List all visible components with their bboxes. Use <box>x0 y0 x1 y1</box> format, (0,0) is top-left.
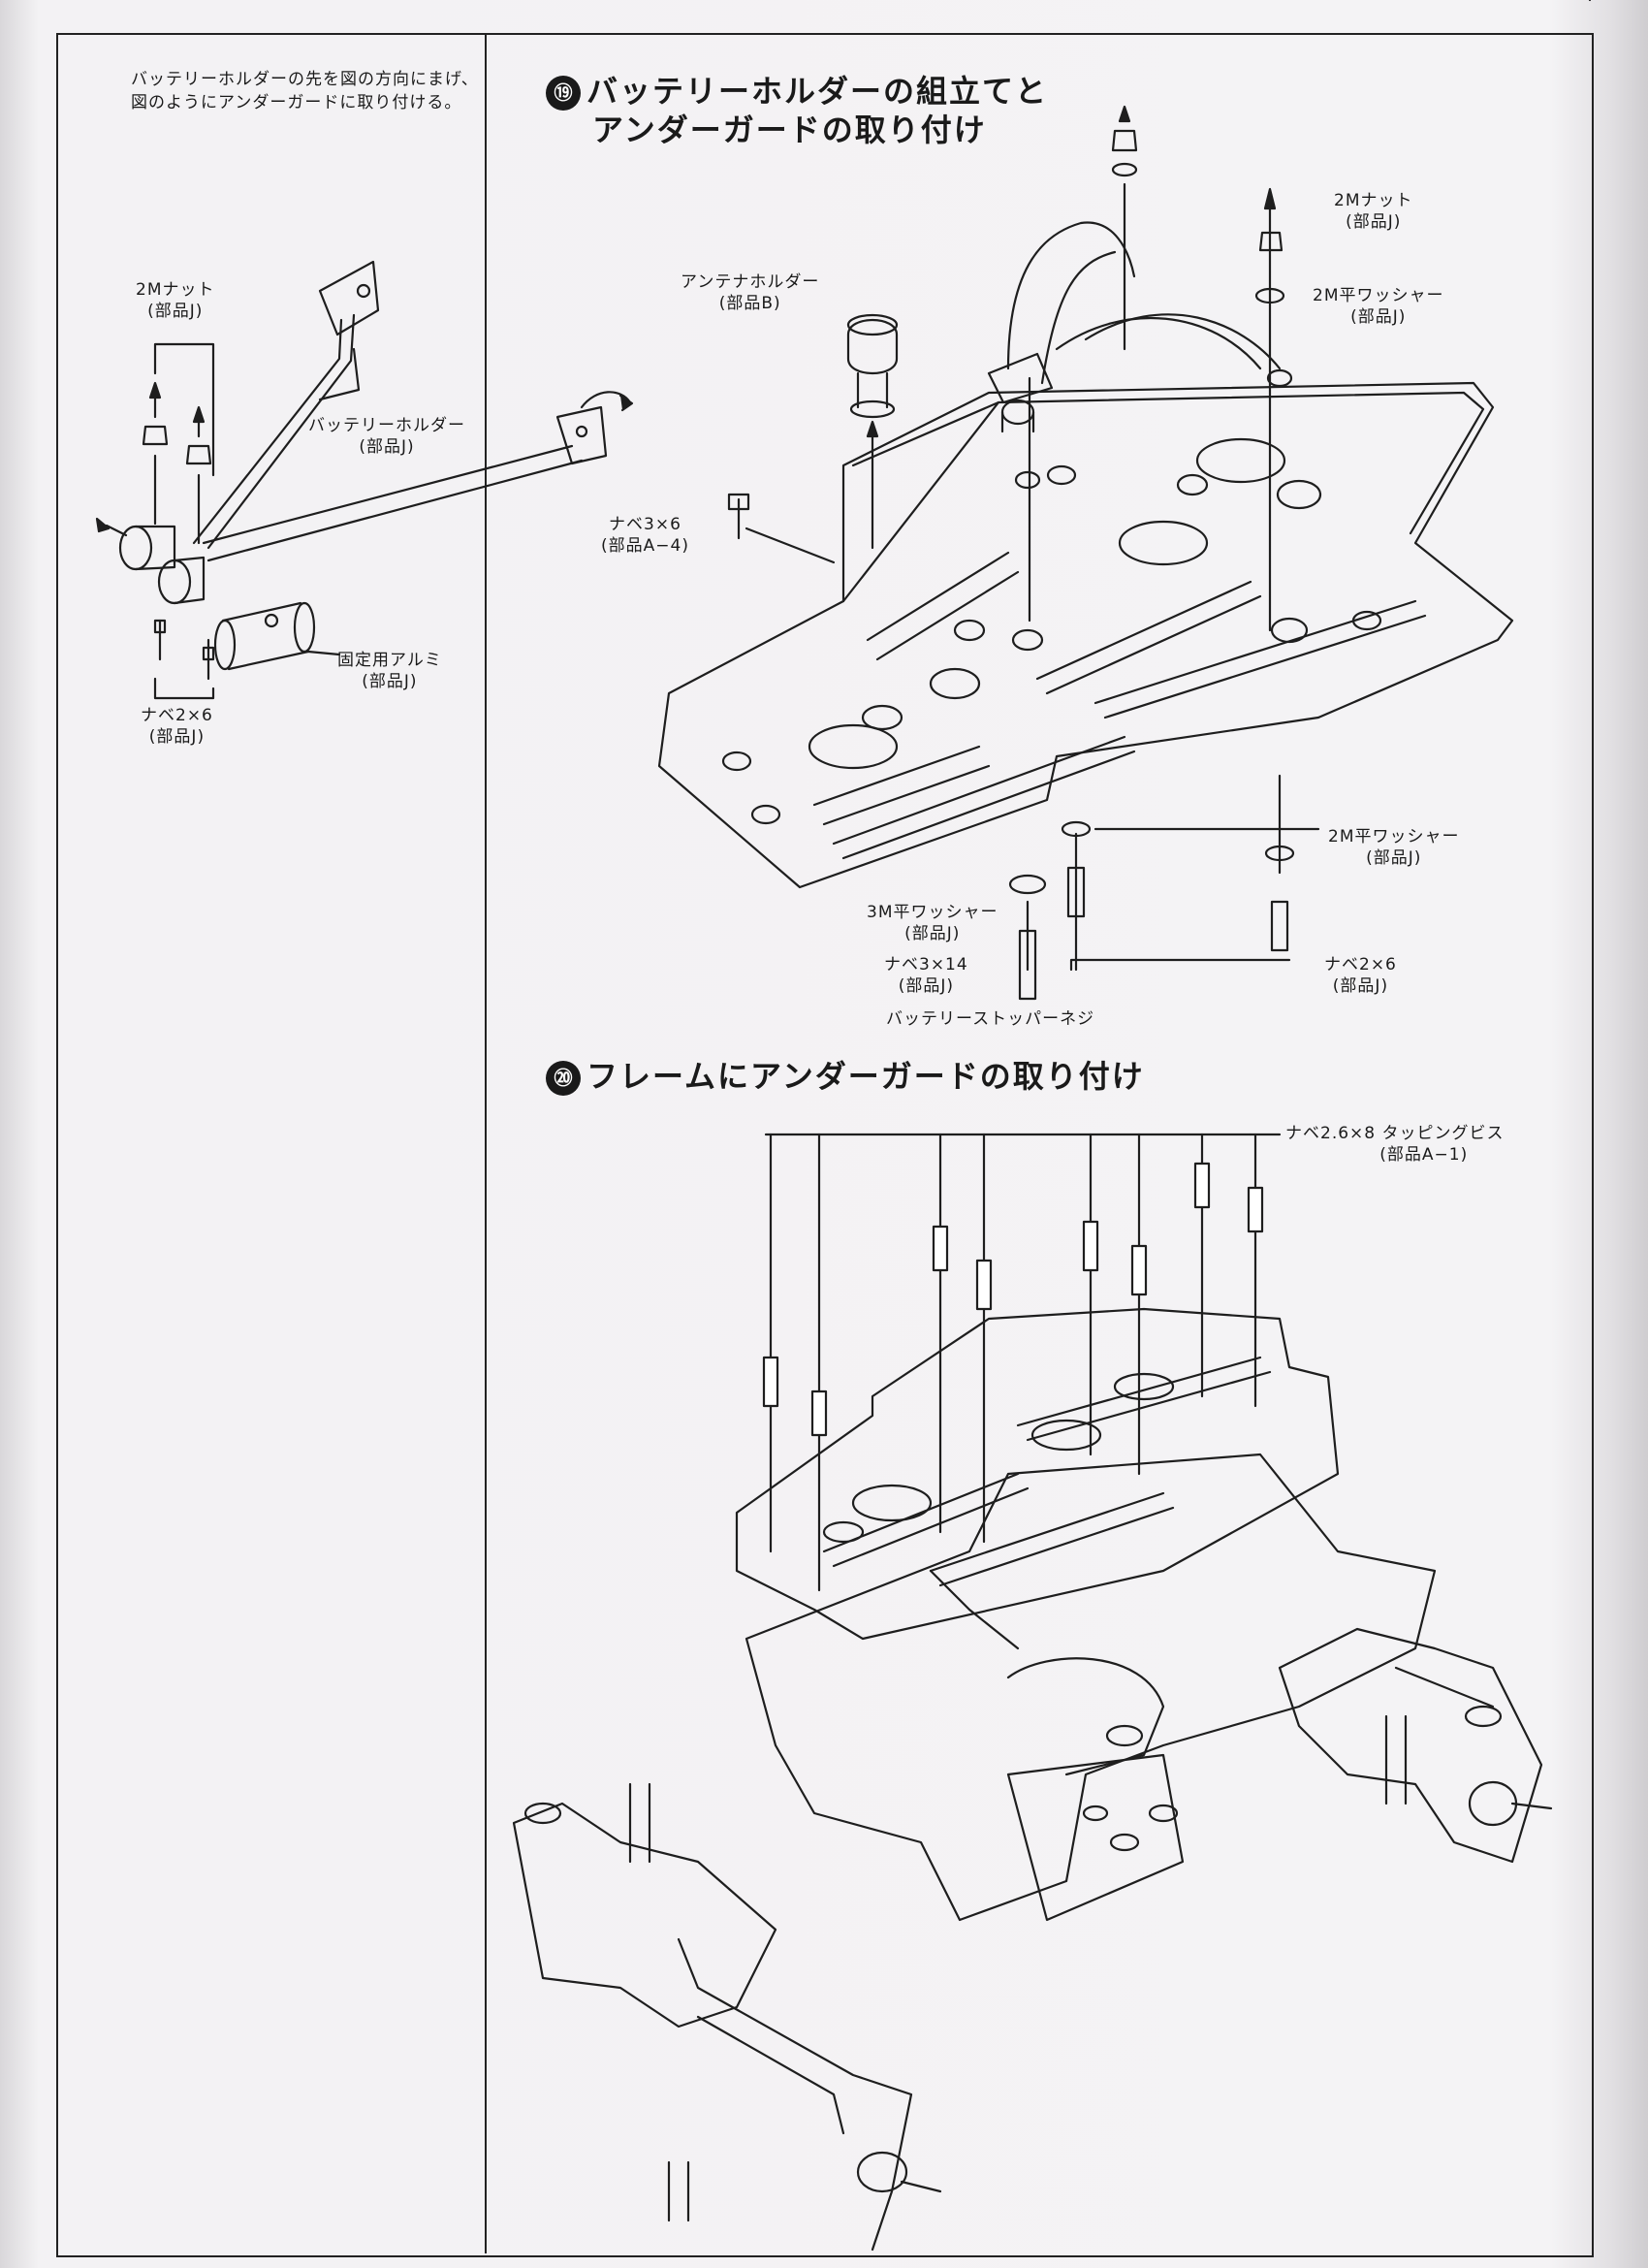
column-divider <box>485 33 487 2253</box>
label-nut-top: 2Mナット (部品J) <box>1334 191 1413 232</box>
label-battery-holder: バッテリーホルダー (部品J) <box>308 416 465 457</box>
page-frame <box>56 33 1594 2257</box>
label-screw-2x6: ナベ2×6 (部品J) <box>1324 955 1397 996</box>
label-fixing-alum: 固定用アルミ (部品J) <box>337 651 442 691</box>
step19-number: ⑲ <box>546 76 581 111</box>
label-washer-top: 2M平ワッシャー (部品J) <box>1313 286 1444 327</box>
label-screw-3x14: ナベ3×14 (部品J) <box>884 955 968 996</box>
label-tapping-screw: ナベ2.6×8 タッピングビス (部品A−1) <box>1285 1124 1505 1165</box>
step19-title-line2: アンダーガードの取り付け <box>592 112 987 148</box>
label-battery-stopper: バッテリーストッパーネジ <box>886 1009 1095 1029</box>
label-washer-3m: 3M平ワッシャー (部品J) <box>867 903 998 943</box>
label-screw-3x6: ナベ3×6 (部品A−4) <box>601 515 689 556</box>
label-washer-bottom: 2M平ワッシャー (部品J) <box>1328 827 1460 868</box>
label-screw-left: ナベ2×6 (部品J) <box>141 706 213 747</box>
label-nut-left: 2Mナット (部品J) <box>136 280 215 321</box>
step20-number: ⑳ <box>546 1061 581 1096</box>
battery-holder-note: バッテリーホルダーの先を図の方向にまげ、図のようにアンダーガードに取り付ける。 <box>131 70 479 112</box>
underguard-drawing <box>657 105 1514 1001</box>
frame-underguard-drawing <box>512 0 1592 2252</box>
step20-title-text: フレームにアンダーガードの取り付け <box>586 1058 1145 1095</box>
label-antenna-holder: アンテナホルダー (部品B) <box>681 272 820 313</box>
step19-title-line1: バッテリーホルダーの組立てと <box>586 73 1049 110</box>
battery-holder-drawing <box>95 260 634 700</box>
